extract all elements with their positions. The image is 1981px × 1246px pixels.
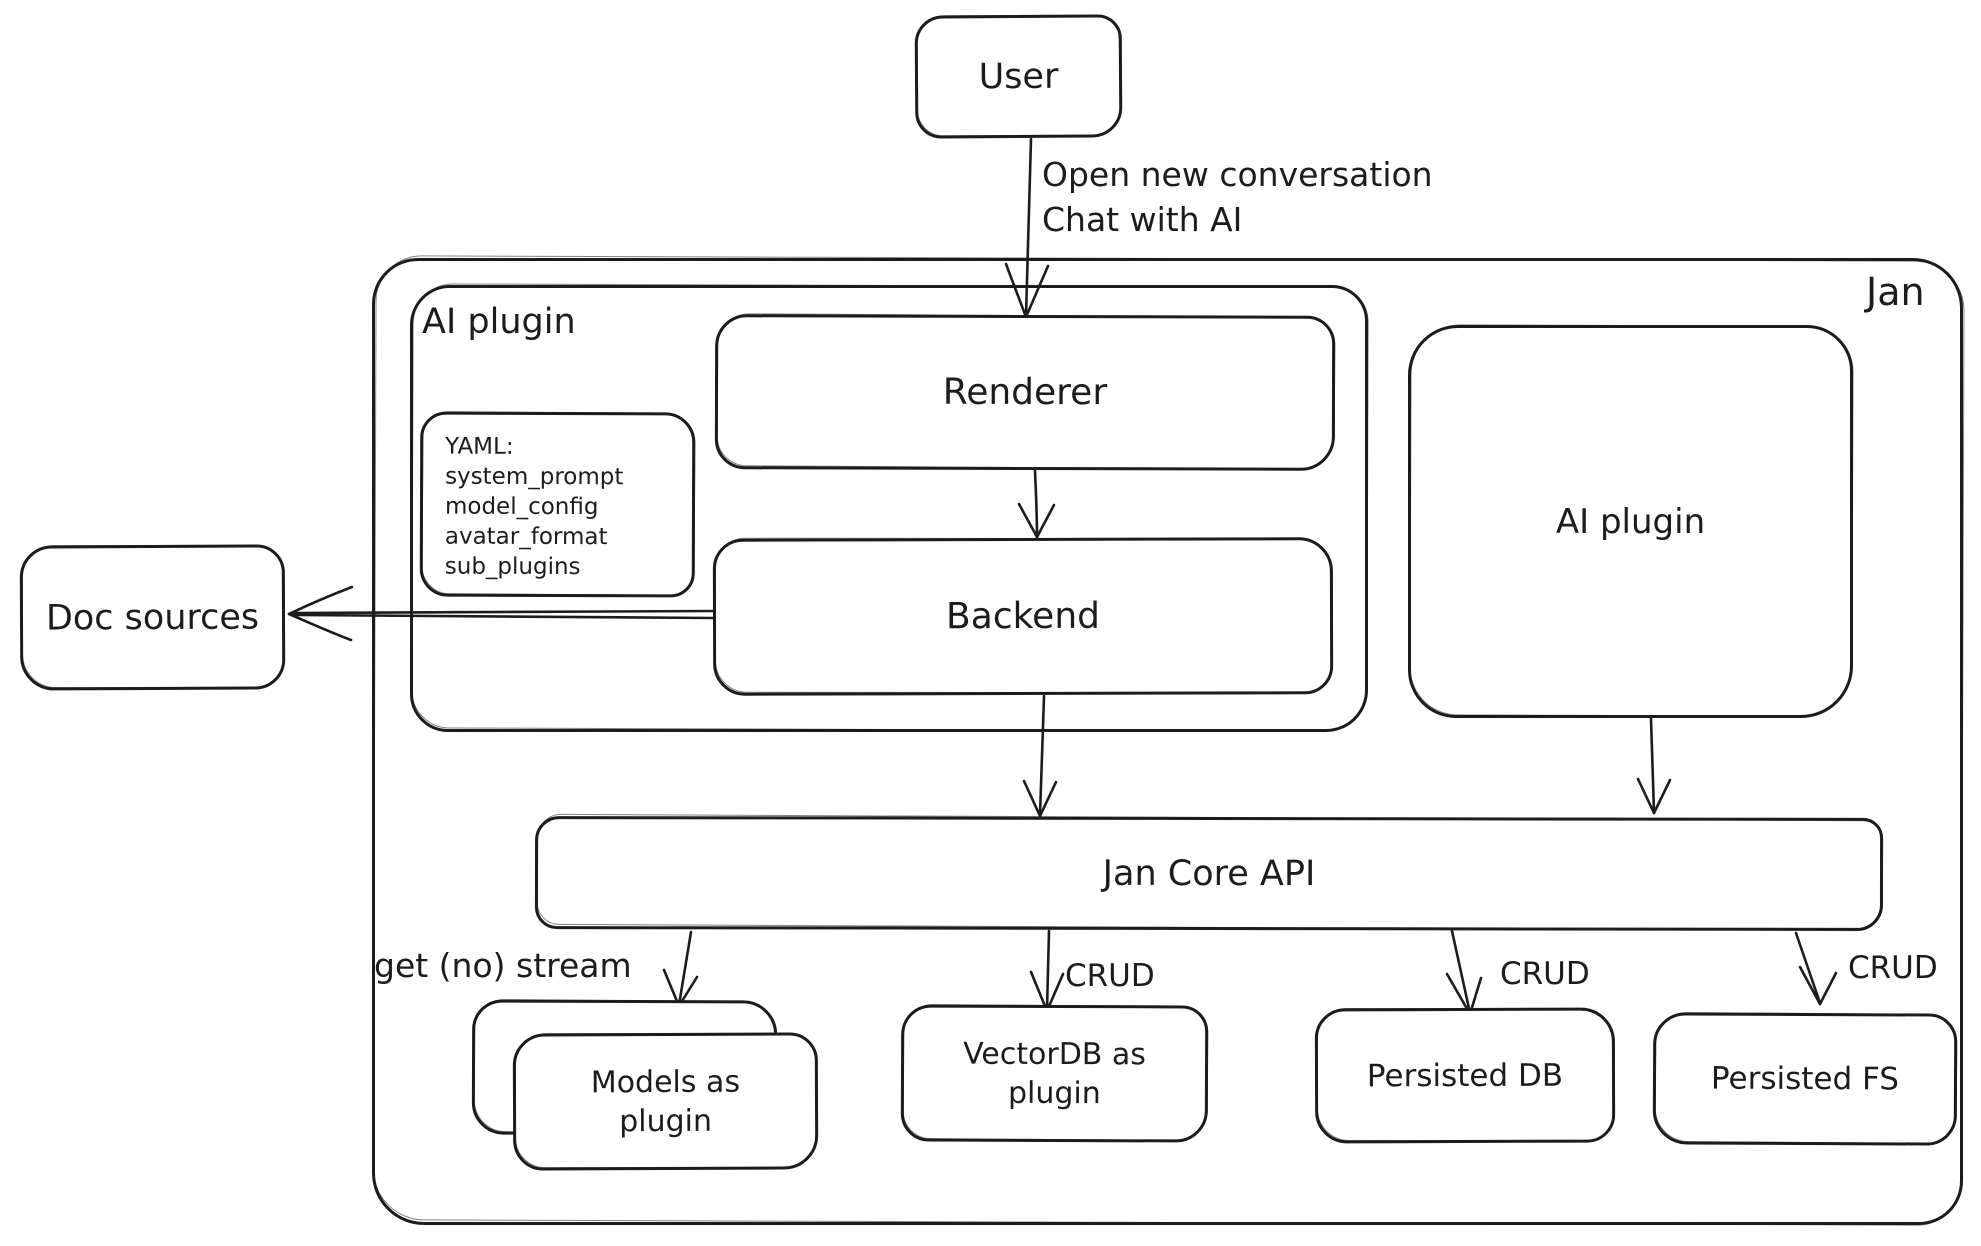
node-vectordb-as-plugin: VectorDB as plugin bbox=[900, 1004, 1209, 1143]
node-backend-label: Backend bbox=[945, 595, 1101, 638]
jan-container-label: Jan bbox=[1866, 270, 1925, 314]
node-jan-core-api: Jan Core API bbox=[534, 816, 1884, 931]
edge-label-user-to-renderer: Open new conversation Chat with AI bbox=[1042, 152, 1433, 242]
node-models-as-plugin-label: Models as plugin bbox=[590, 1064, 741, 1139]
yaml-note-item: system_prompt bbox=[445, 463, 624, 490]
edge-label-crud-persisted-db: CRUD bbox=[1500, 956, 1590, 992]
node-models-as-plugin: Models as plugin bbox=[512, 1032, 819, 1171]
edge-label-crud-vectordb: CRUD bbox=[1065, 958, 1155, 994]
node-persisted-fs-label: Persisted FS bbox=[1710, 1060, 1900, 1098]
edge-label-line1: Open new conversation bbox=[1042, 155, 1433, 194]
node-persisted-fs: Persisted FS bbox=[1652, 1012, 1958, 1146]
node-renderer-label: Renderer bbox=[942, 371, 1108, 414]
yaml-note-item: avatar_format bbox=[444, 523, 608, 550]
node-ai-plugin-label: AI plugin bbox=[1555, 501, 1706, 542]
edge-label-get-no-stream: get (no) stream bbox=[374, 946, 632, 985]
edge-label-line2: Chat with AI bbox=[1042, 200, 1243, 239]
node-jan-core-api-label: Jan Core API bbox=[1102, 853, 1316, 894]
node-ai-plugin: AI plugin bbox=[1408, 325, 1853, 718]
edge-label-crud-persisted-fs: CRUD bbox=[1848, 950, 1938, 986]
yaml-note-item: model_config bbox=[444, 493, 599, 520]
yaml-note-item: sub_plugins bbox=[444, 553, 581, 580]
node-user-label: User bbox=[978, 56, 1059, 97]
node-vectordb-as-plugin-label: VectorDB as plugin bbox=[963, 1036, 1147, 1111]
node-user: User bbox=[914, 14, 1123, 139]
node-doc-sources: Doc sources bbox=[19, 544, 286, 691]
ai-plugin-group-label: AI plugin bbox=[422, 302, 576, 342]
yaml-note-title: YAML: bbox=[445, 433, 514, 460]
node-persisted-db: Persisted DB bbox=[1314, 1007, 1616, 1144]
node-backend: Backend bbox=[712, 537, 1334, 696]
node-doc-sources-label: Doc sources bbox=[45, 597, 260, 638]
yaml-note: YAML: system_prompt model_config avatar_… bbox=[419, 411, 696, 598]
node-renderer: Renderer bbox=[714, 314, 1336, 471]
node-persisted-db-label: Persisted DB bbox=[1366, 1057, 1564, 1094]
